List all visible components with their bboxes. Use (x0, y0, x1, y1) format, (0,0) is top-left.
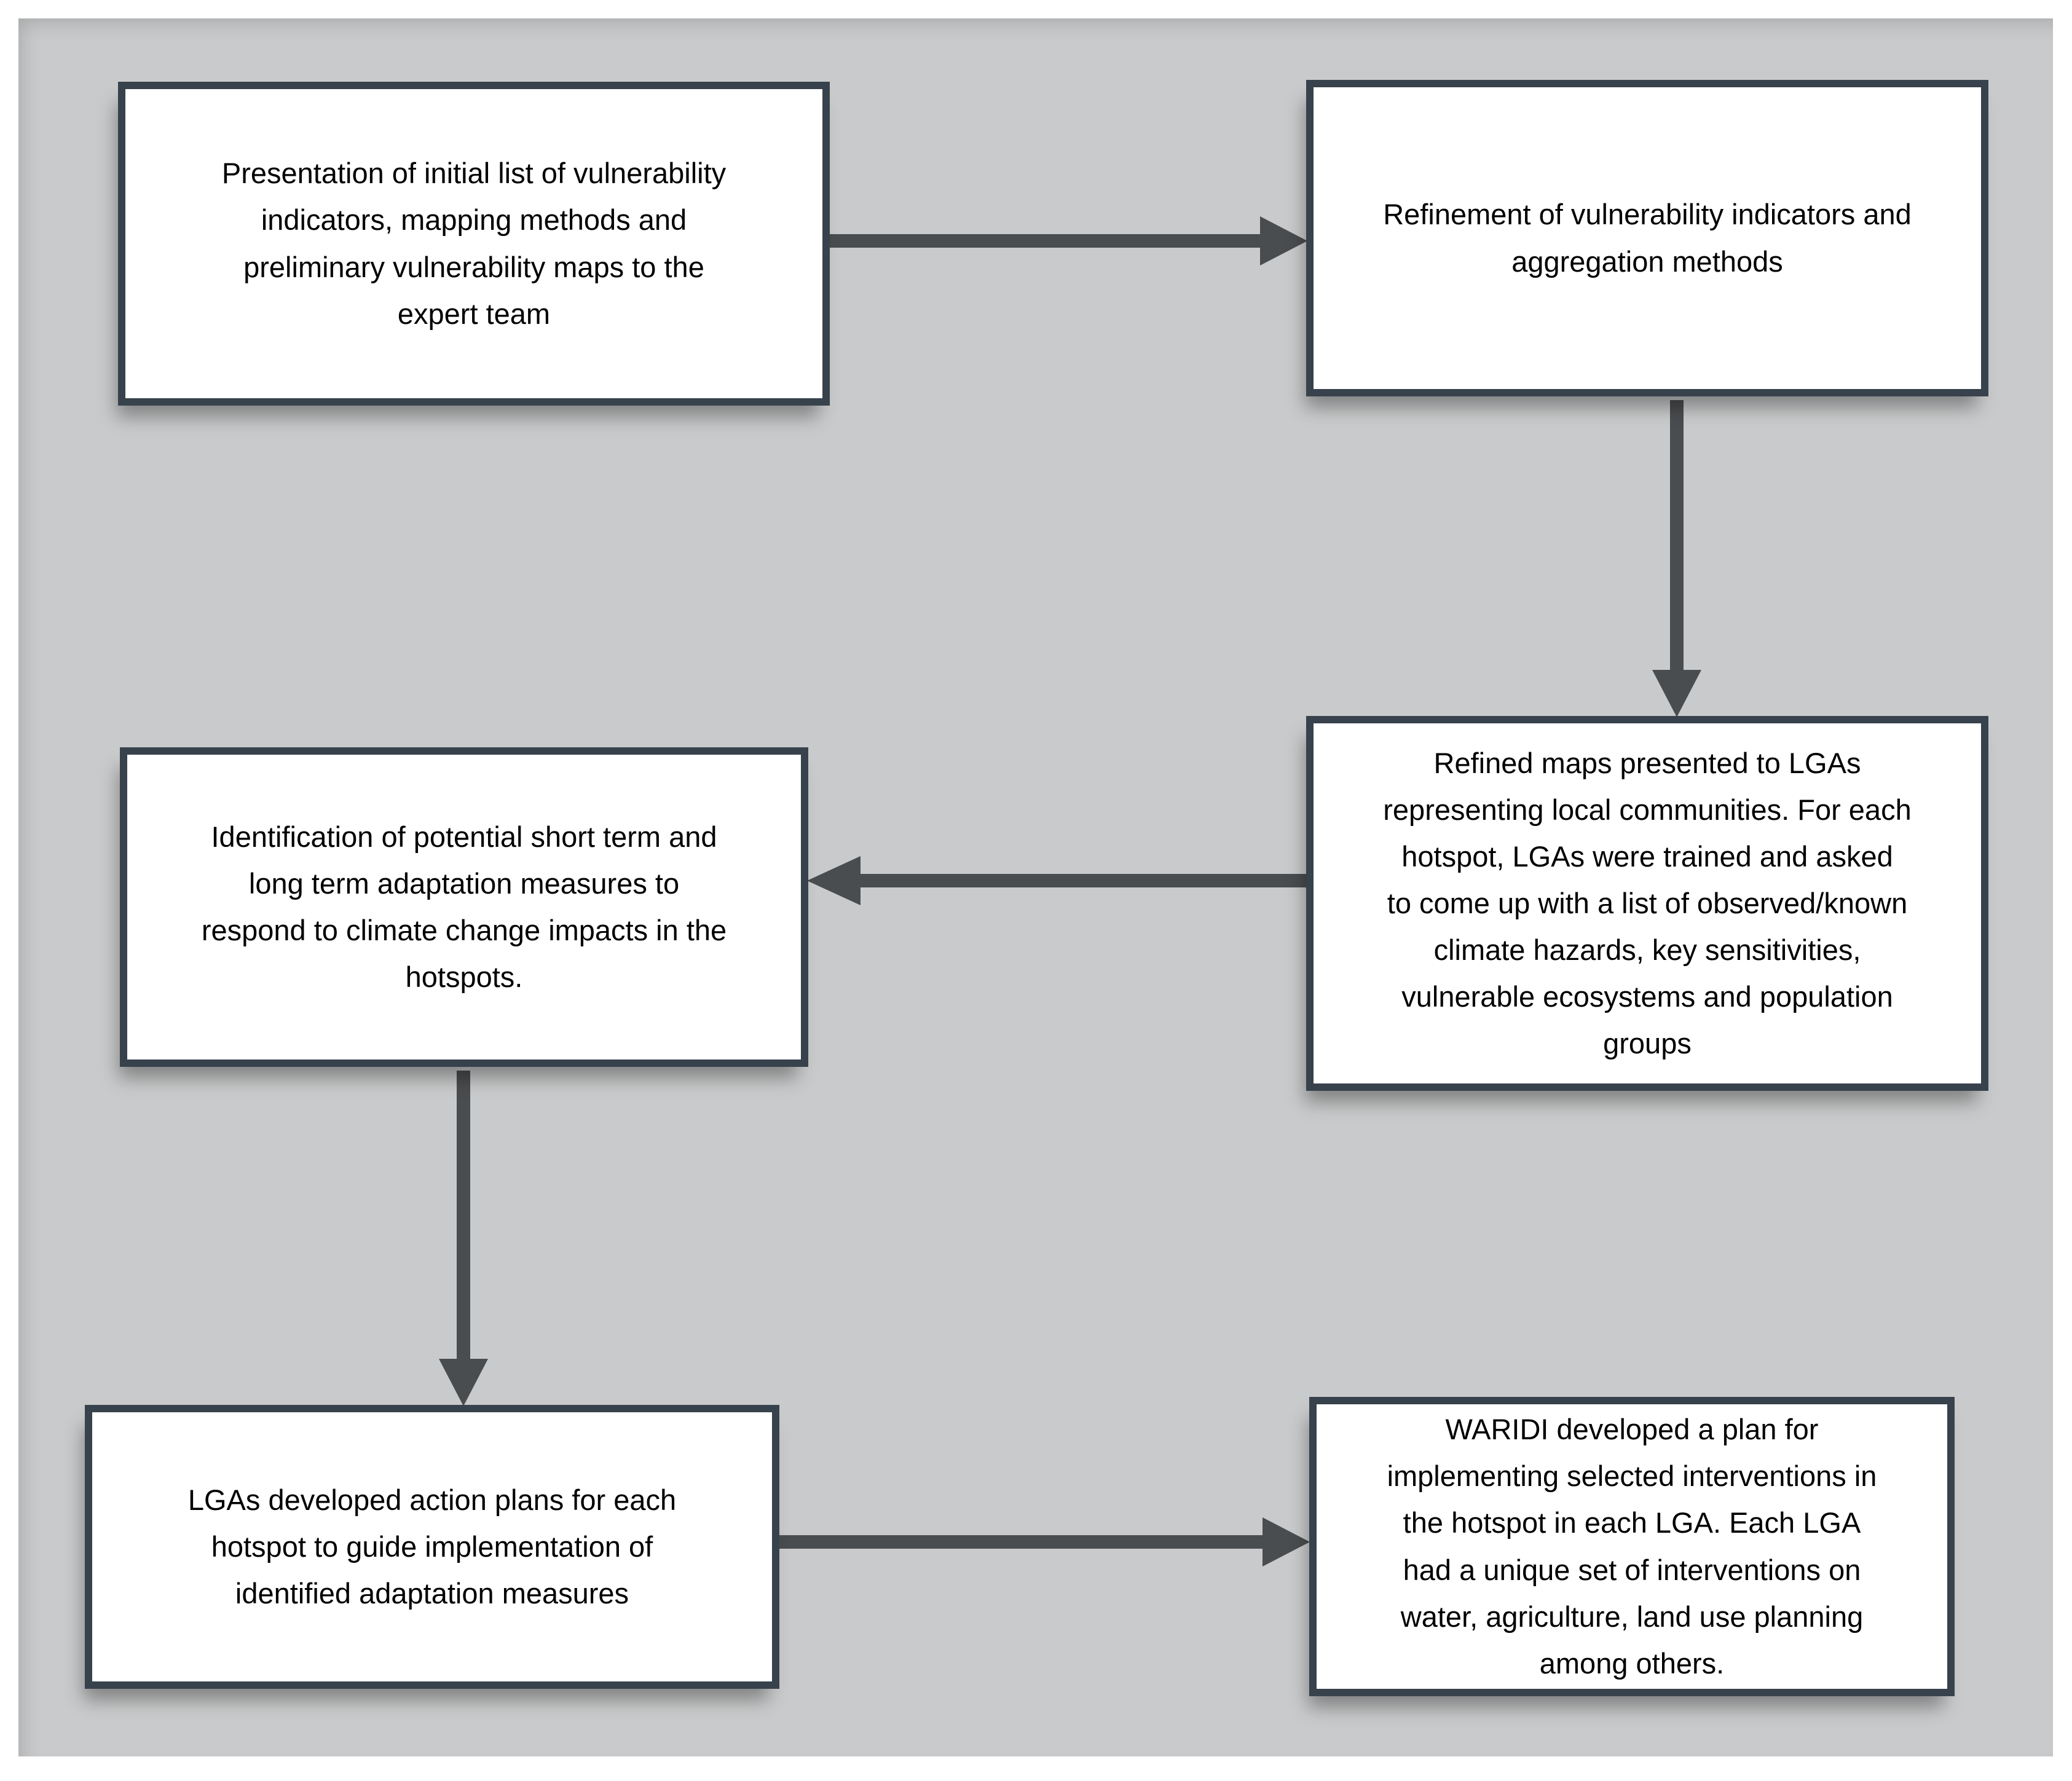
flow-box-refinement-text: Refinement of vulnerability indicators a… (1383, 198, 1912, 278)
flow-box-waridi-plan-text: WARIDI developed a plan for implementing… (1387, 1413, 1877, 1680)
flow-box-identification-text: Identification of potential short term a… (201, 820, 727, 994)
flow-box-presentation: Presentation of initial list of vulnerab… (118, 82, 830, 406)
flow-box-refined-maps-text: Refined maps presented to LGAs represent… (1383, 746, 1912, 1060)
flow-box-action-plans-text: LGAs developed action plans for each hot… (187, 1483, 677, 1610)
flow-box-waridi-plan: WARIDI developed a plan for implementing… (1309, 1397, 1955, 1696)
flow-box-identification: Identification of potential short term a… (120, 747, 808, 1067)
flow-box-presentation-text: Presentation of initial list of vulnerab… (221, 157, 727, 330)
flow-box-refinement: Refinement of vulnerability indicators a… (1306, 80, 1988, 396)
flow-box-refined-maps: Refined maps presented to LGAs represent… (1306, 716, 1988, 1091)
flow-box-action-plans: LGAs developed action plans for each hot… (85, 1405, 779, 1689)
